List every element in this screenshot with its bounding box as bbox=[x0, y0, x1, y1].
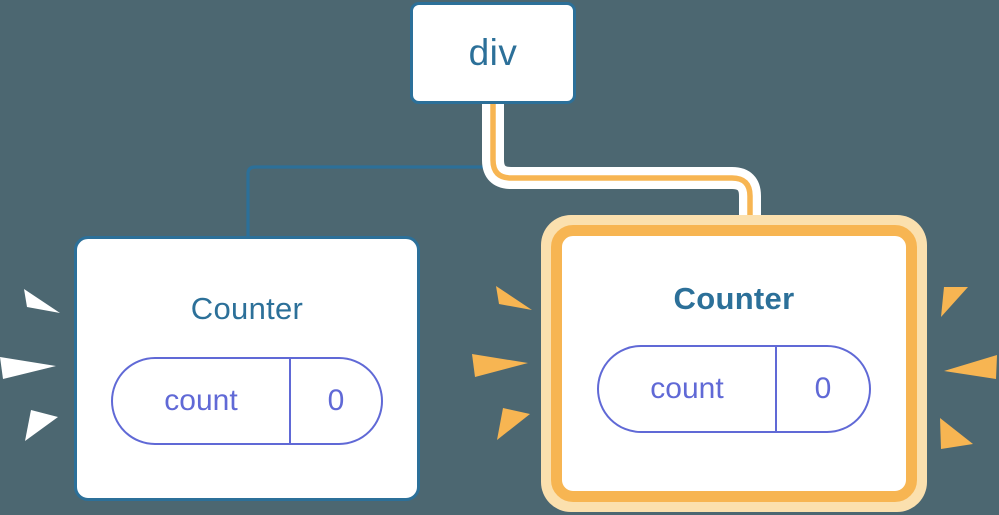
sparkle-icon bbox=[0, 357, 56, 379]
node-counter-right-body: Counter count 0 bbox=[562, 236, 906, 491]
sparkle-icon bbox=[472, 354, 528, 377]
node-counter-left-body: Counter count 0 bbox=[77, 239, 417, 498]
node-counter-right-title: Counter bbox=[673, 281, 795, 316]
node-div-label: div bbox=[468, 32, 518, 73]
edge-div-to-counter-left bbox=[246, 102, 495, 238]
node-div[interactable]: div bbox=[410, 2, 576, 104]
sparkle-icon bbox=[24, 289, 60, 313]
node-counter-left[interactable]: Counter count 0 bbox=[74, 236, 420, 501]
sparkle-group-right-box-right bbox=[940, 287, 997, 449]
node-counter-right[interactable]: Counter count 0 bbox=[551, 225, 917, 502]
state-value-right: 0 bbox=[814, 372, 832, 405]
state-pill-right: count 0 bbox=[597, 345, 871, 433]
sparkle-icon bbox=[496, 286, 532, 310]
sparkle-group-left-box bbox=[0, 289, 60, 441]
sparkle-icon bbox=[941, 287, 968, 317]
node-counter-left-title: Counter bbox=[190, 291, 304, 326]
sparkle-group-right-box-left bbox=[472, 286, 532, 440]
state-pill-left: count 0 bbox=[111, 357, 383, 445]
state-key-left: count bbox=[113, 359, 291, 443]
sparkle-icon bbox=[944, 355, 997, 379]
edge-div-to-counter-right-glow bbox=[482, 104, 761, 232]
sparkle-icon bbox=[497, 408, 530, 440]
sparkle-icon bbox=[940, 418, 973, 449]
state-key-right: count bbox=[599, 347, 777, 431]
node-counter-right-highlight-glow: Counter count 0 bbox=[541, 215, 927, 512]
edge-div-to-counter-right bbox=[490, 104, 753, 232]
sparkle-icon bbox=[25, 410, 58, 441]
state-value-left: 0 bbox=[327, 384, 345, 417]
